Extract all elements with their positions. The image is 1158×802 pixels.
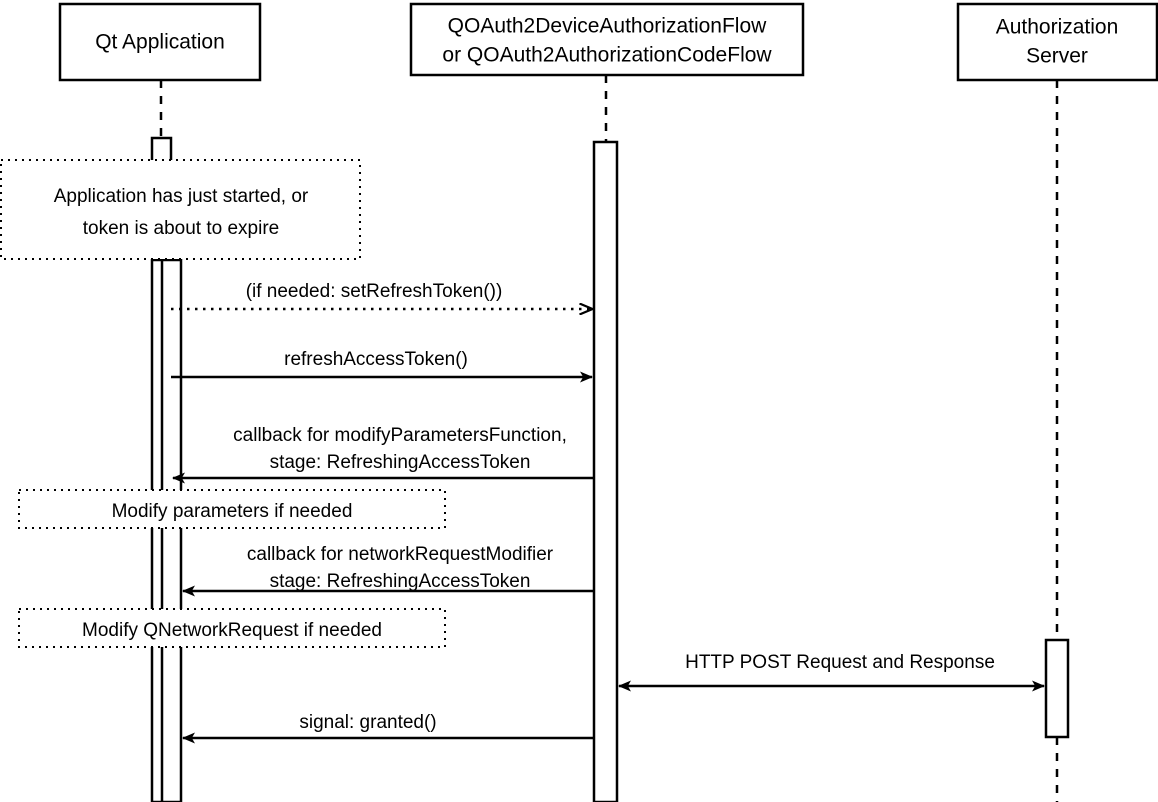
note-box-modify-parameters (18, 489, 446, 529)
note-application-started: Application has just started, or token i… (0, 159, 361, 260)
message-label-callback-modify-parameters-function-line2: stage: RefreshingAccessToken (270, 452, 531, 473)
message-label-callback-network-request-modifier-line1: callback for networkRequestModifier (247, 544, 554, 565)
note-label-modify-parameters: Modify parameters if needed (112, 501, 353, 522)
message-label-set-refresh-token: (if needed: setRefreshToken()) (246, 281, 503, 302)
participant-label-authorization-server-line2: Server (1026, 45, 1088, 68)
participant-label-oauth2-flow-line2: or QOAuth2AuthorizationCodeFlow (442, 44, 772, 67)
message-label-refresh-access-token: refreshAccessToken() (284, 349, 468, 370)
participant-label-authorization-server-line1: Authorization (996, 16, 1119, 39)
participant-authorization-server[interactable]: Authorization Server (956, 2, 1158, 82)
message-label-signal-granted: signal: granted() (299, 712, 436, 733)
activation-qt-application-inner (160, 258, 183, 802)
participant-box-authorization-server[interactable] (956, 2, 1158, 82)
message-callback-network-request-modifier[interactable]: callback for networkRequestModifier stag… (182, 544, 594, 597)
activation-qt-application-initial (150, 136, 173, 164)
participant-oauth2-flow[interactable]: QOAuth2DeviceAuthorizationFlow or QOAuth… (409, 2, 805, 77)
note-label-application-started-line2: token is about to expire (83, 218, 279, 239)
participant-qt-application[interactable]: Qt Application (58, 2, 262, 82)
note-box-application-started (0, 159, 361, 260)
participant-box-qt-application[interactable] (58, 2, 262, 82)
activation-bars-group (150, 136, 1070, 802)
participant-label-qt-application: Qt Application (95, 31, 225, 54)
message-signal-granted[interactable]: signal: granted() (182, 712, 594, 744)
note-label-modify-qnetworkrequest: Modify QNetworkRequest if needed (82, 620, 382, 641)
message-label-callback-network-request-modifier-line2: stage: RefreshingAccessToken (270, 571, 531, 592)
note-modify-qnetworkrequest: Modify QNetworkRequest if needed (18, 608, 446, 648)
message-set-refresh-token[interactable]: (if needed: setRefreshToken()) (171, 281, 592, 309)
note-box-modify-qnetworkrequest (18, 608, 446, 648)
note-label-application-started-line1: Application has just started, or (54, 186, 309, 207)
message-label-callback-modify-parameters-function-line1: callback for modifyParametersFunction, (233, 425, 567, 446)
activation-authorization-server (1044, 638, 1070, 739)
participant-box-oauth2-flow[interactable] (409, 2, 805, 77)
activation-oauth2-flow (592, 140, 619, 802)
note-modify-parameters: Modify parameters if needed (18, 489, 446, 529)
message-callback-modify-parameters-function[interactable]: callback for modifyParametersFunction, s… (172, 425, 594, 484)
message-label-http-post-request-and-response: HTTP POST Request and Response (685, 652, 995, 673)
message-refresh-access-token[interactable]: refreshAccessToken() (171, 349, 593, 383)
message-http-post-request-and-response[interactable]: HTTP POST Request and Response (618, 652, 1045, 692)
participant-label-oauth2-flow-line1: QOAuth2DeviceAuthorizationFlow (448, 15, 767, 38)
